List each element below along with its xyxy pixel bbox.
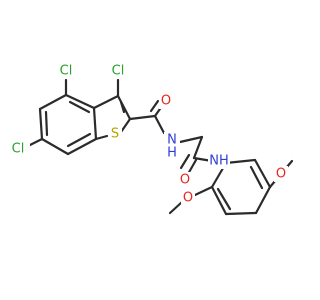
chlorine-label-top-left: Cl <box>60 64 73 79</box>
amide-hydrogen-label-1: H <box>167 146 177 161</box>
bond <box>40 137 70 156</box>
sulfur-label: S <box>111 127 119 142</box>
methoxy-oxygen-label-1: O <box>183 191 193 206</box>
bond <box>44 110 49 137</box>
bond <box>119 117 132 134</box>
bond <box>216 187 232 211</box>
bond <box>68 100 91 114</box>
bond <box>192 135 204 160</box>
methoxy-oxygen-label-2: O <box>276 167 286 182</box>
bond <box>64 93 96 110</box>
bond <box>186 158 198 176</box>
amide-nitrogen-label-2: NH <box>209 154 229 169</box>
bond <box>179 153 191 170</box>
bond <box>193 185 214 197</box>
atom-label-layer: Cl Cl Cl S O N H O NH O O <box>6 63 288 206</box>
bond <box>224 158 257 165</box>
amide-nitrogen-label-1: N <box>167 133 177 148</box>
chlorine-label-top-right: Cl <box>112 64 125 79</box>
bond <box>249 165 264 190</box>
chlorine-label-left: Cl <box>12 142 25 157</box>
bond <box>254 185 272 215</box>
bond <box>149 99 160 113</box>
carbonyl-oxygen-label-2: O <box>180 173 190 188</box>
chemical-structure-diagram: Cl Cl Cl S O N H O NH O O <box>6 63 294 216</box>
bond <box>92 106 98 141</box>
bond <box>253 158 272 189</box>
bond <box>66 132 92 148</box>
bond <box>116 94 132 121</box>
carbonyl-oxygen-label-1: O <box>161 94 171 109</box>
bond <box>94 134 109 141</box>
bond-layer <box>24 78 294 216</box>
bond <box>210 185 228 216</box>
bond <box>168 200 184 215</box>
bond <box>119 100 126 114</box>
bond <box>178 135 204 144</box>
bond <box>38 93 68 111</box>
bond <box>224 211 258 216</box>
bond <box>38 107 44 141</box>
bond <box>92 94 120 110</box>
bond <box>128 114 157 121</box>
bond <box>66 137 98 156</box>
bond <box>153 114 166 135</box>
